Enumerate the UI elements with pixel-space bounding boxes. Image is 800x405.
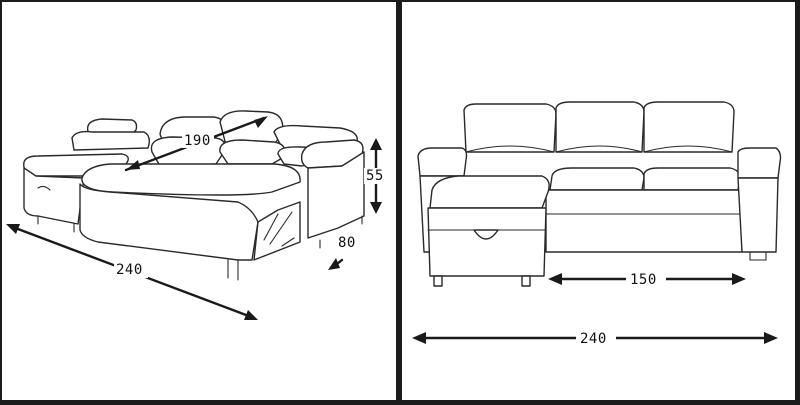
right-arm [300, 139, 365, 249]
chaise-inner-label: 150 [630, 272, 657, 288]
height-label-bg [364, 168, 388, 184]
left-headrest [71, 118, 151, 151]
depth-extended-label: 190 [184, 133, 211, 149]
perspective-sofa-drawing: 190 55 80 240 [6, 110, 388, 320]
front-sofa-drawing: 150 240 [412, 101, 782, 347]
back-cushions-front [463, 101, 735, 153]
depth-label-bg [182, 132, 214, 148]
width-label-right-bg [576, 329, 616, 347]
seat-cushions-front [545, 167, 743, 253]
chaise-inner-label-bg [626, 270, 666, 288]
width-label-right: 240 [580, 331, 607, 347]
height-label: 55 [366, 168, 384, 184]
perspective-view-panel: 190 55 80 240 [2, 2, 396, 400]
pull-out-bed [79, 163, 301, 281]
arm-depth-label: 80 [338, 235, 356, 251]
chaise-front [427, 175, 550, 287]
width-label-bg [114, 262, 148, 278]
width-label-left: 240 [116, 262, 143, 278]
front-view-panel: 150 240 [402, 2, 795, 400]
